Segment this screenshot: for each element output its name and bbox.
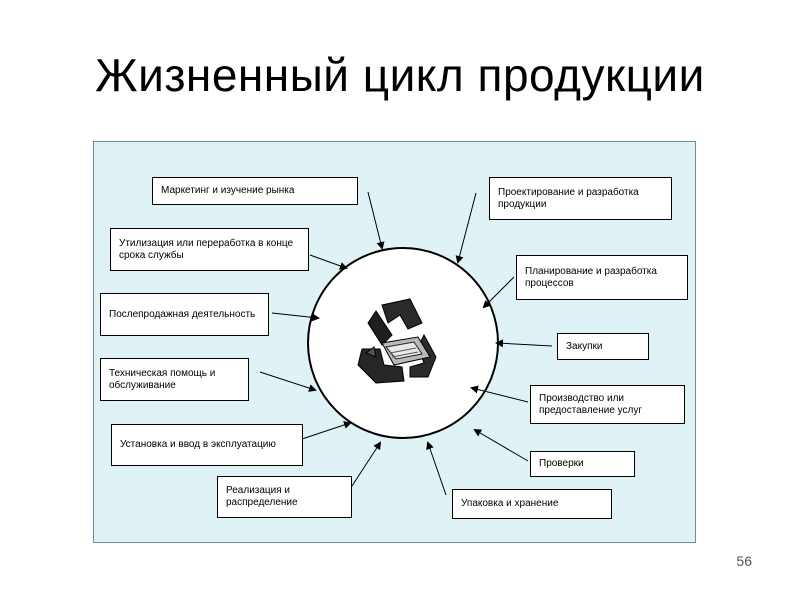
- connector-arrow: [259, 371, 317, 392]
- stage-box-after-sales: Послепродажная деятельность: [100, 293, 269, 336]
- stage-label-verification: Проверки: [539, 458, 584, 469]
- connector-arrow: [495, 339, 553, 348]
- connector-arrow: [367, 191, 385, 250]
- stage-label-disposal: Утилизация или переработка в конце срока…: [119, 237, 294, 261]
- stage-label-process-planning: Планирование и разработка процессов: [525, 265, 657, 289]
- page-number: 56: [736, 553, 752, 569]
- recycling-icon: [357, 298, 437, 384]
- stage-box-verification: Проверки: [530, 451, 635, 477]
- stage-box-marketing: Маркетинг и изучение рынка: [152, 177, 358, 205]
- slide-title: Жизненный цикл продукции: [95, 49, 705, 101]
- stage-box-installation: Установка и ввод в эксплуатацию: [111, 424, 303, 466]
- stage-box-packaging: Упаковка и хранение: [452, 489, 612, 519]
- stage-label-marketing: Маркетинг и изучение рынка: [161, 185, 295, 196]
- stage-box-production: Производство или предоставление услуг: [530, 385, 685, 424]
- connector-arrow: [351, 441, 382, 487]
- stage-box-disposal: Утилизация или переработка в конце срока…: [110, 228, 309, 271]
- stage-label-after-sales: Послепродажная деятельность: [109, 308, 256, 320]
- connector-arrow: [455, 192, 477, 264]
- connector-arrow: [482, 276, 515, 309]
- connector-arrow: [473, 428, 529, 462]
- stage-label-distribution: Реализация и распределение: [226, 485, 298, 508]
- stage-label-technical-support: Техническая помощь и обслуживание: [109, 367, 216, 391]
- stage-box-purchasing: Закупки: [557, 333, 649, 360]
- stage-box-design: Проектирование и разработка продукции: [489, 177, 672, 220]
- connector-arrow: [309, 254, 348, 270]
- connector-arrow: [470, 385, 529, 403]
- stage-box-process-planning: Планирование и разработка процессов: [516, 255, 688, 300]
- connector-arrow: [426, 441, 447, 496]
- connector-lines: [259, 191, 553, 496]
- connector-arrow: [271, 312, 320, 322]
- stage-label-purchasing: Закупки: [566, 340, 603, 352]
- stage-label-design: Проектирование и разработка продукции: [498, 186, 639, 210]
- connector-arrow: [301, 421, 352, 440]
- stage-label-installation: Установка и ввод в эксплуатацию: [120, 439, 276, 450]
- stage-label-production: Производство или предоставление услуг: [539, 392, 643, 416]
- stage-box-technical-support: Техническая помощь и обслуживание: [100, 358, 249, 401]
- stage-box-distribution: Реализация и распределение: [217, 476, 352, 518]
- stage-label-packaging: Упаковка и хранение: [461, 498, 559, 509]
